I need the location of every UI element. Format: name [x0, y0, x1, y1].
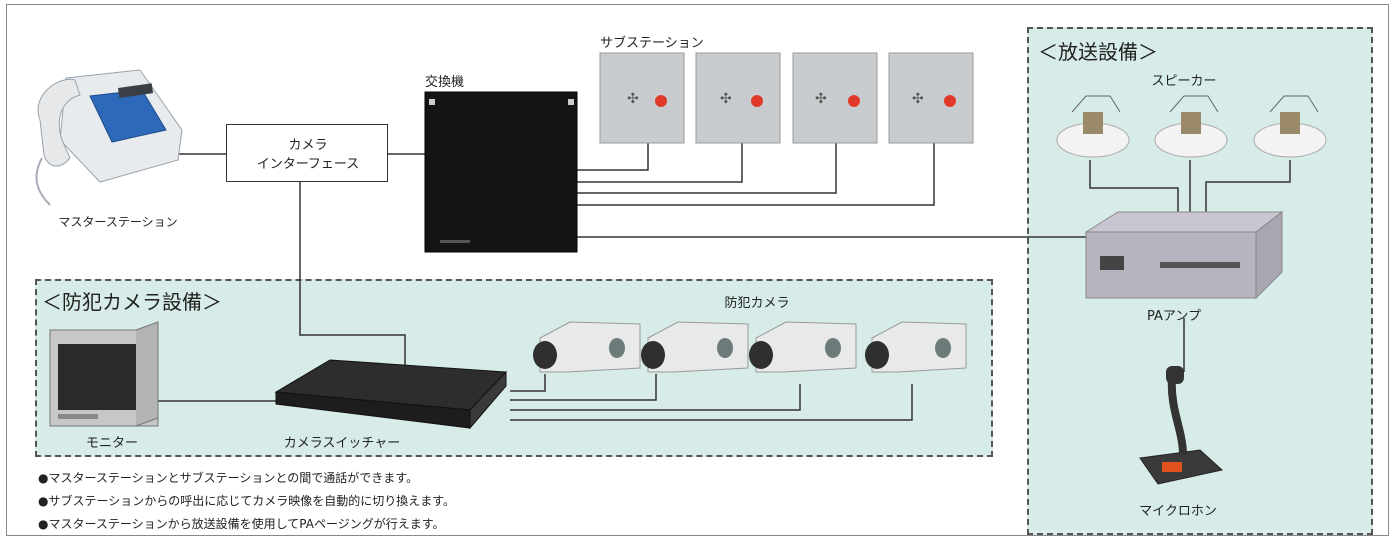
sub-station-icons: ✣ ✣ ✣ ✣ [599, 52, 974, 144]
exchange-label: 交換機 [425, 75, 465, 90]
note-3: ●マスターステーションから放送設備を使用してPAページングが行えます。 [38, 517, 445, 531]
camera-icon-1 [533, 321, 641, 373]
svg-text:✣: ✣ [720, 91, 732, 107]
camera-icon-2 [641, 321, 749, 373]
camera-interface-label-line2: インターフェース [256, 157, 360, 172]
sub-station-icon-1: ✣ [599, 52, 685, 144]
line-speaker1-to-amp [1089, 160, 1179, 232]
sub-station-icon-3: ✣ [792, 52, 878, 144]
sub-stations-label: サブステーション [600, 36, 704, 51]
svg-text:✣: ✣ [815, 91, 827, 107]
cameras-label: 防犯カメラ [724, 296, 790, 311]
monitor-icon [49, 321, 159, 427]
camera-interface-box: カメラ インターフェース [226, 124, 388, 182]
master-station-label: マスターステーション [58, 215, 178, 229]
pa-amp-label: PAアンプ [1147, 309, 1201, 324]
line-switcher-to-cam4 [510, 384, 913, 421]
note-1: ●マスターステーションとサブステーションとの間で通話ができます。 [38, 471, 419, 485]
security-area-title: ＜防犯カメラ設備＞ [42, 290, 222, 314]
speaker-icon-2 [1154, 95, 1228, 158]
camera-switcher-icon [274, 359, 508, 430]
speaker-icon-3 [1253, 95, 1327, 158]
camera-icon-4 [865, 321, 967, 373]
line-exchange-to-sub2 [576, 142, 743, 183]
speakers-label: スピーカー [1151, 74, 1217, 89]
line-switcher-to-cam2 [510, 374, 657, 401]
pa-amp-icon [1084, 210, 1284, 300]
svg-text:✣: ✣ [627, 91, 639, 107]
broadcast-area-title: ＜放送設備＞ [1038, 40, 1158, 64]
camera-interface-label-line1: カメラ [288, 138, 328, 153]
microphone-label: マイクロホン [1139, 504, 1217, 519]
line-exchange-to-sub3 [576, 142, 837, 194]
line-exchange-to-sub4 [576, 142, 935, 206]
camera-icon-3 [749, 321, 857, 373]
sub-station-icon-4: ✣ [888, 52, 974, 144]
sub-station-icon-2: ✣ [695, 52, 781, 144]
svg-text:✣: ✣ [912, 91, 924, 107]
connection-lines [158, 142, 1291, 421]
speaker-icons [1056, 95, 1327, 158]
line-switcher-to-cam1 [510, 374, 546, 392]
note-2: ●サブステーションからの呼出に応じてカメラ映像を自動的に切り換えます。 [38, 494, 456, 508]
camera-icons [533, 321, 967, 373]
line-switcher-to-cam3 [510, 384, 801, 411]
camera-switcher-label: カメラスイッチャー [283, 436, 401, 451]
line-speaker3-to-amp [1205, 160, 1291, 232]
diagram-frame [6, 4, 1389, 536]
master-station-icon [35, 69, 183, 206]
microphone-icon [1139, 366, 1224, 485]
speaker-icon-1 [1056, 95, 1130, 158]
monitor-label: モニター [85, 436, 139, 451]
exchange-icon [424, 91, 578, 253]
line-interface-to-switcher [299, 182, 406, 368]
line-exchange-to-sub1 [576, 142, 649, 171]
